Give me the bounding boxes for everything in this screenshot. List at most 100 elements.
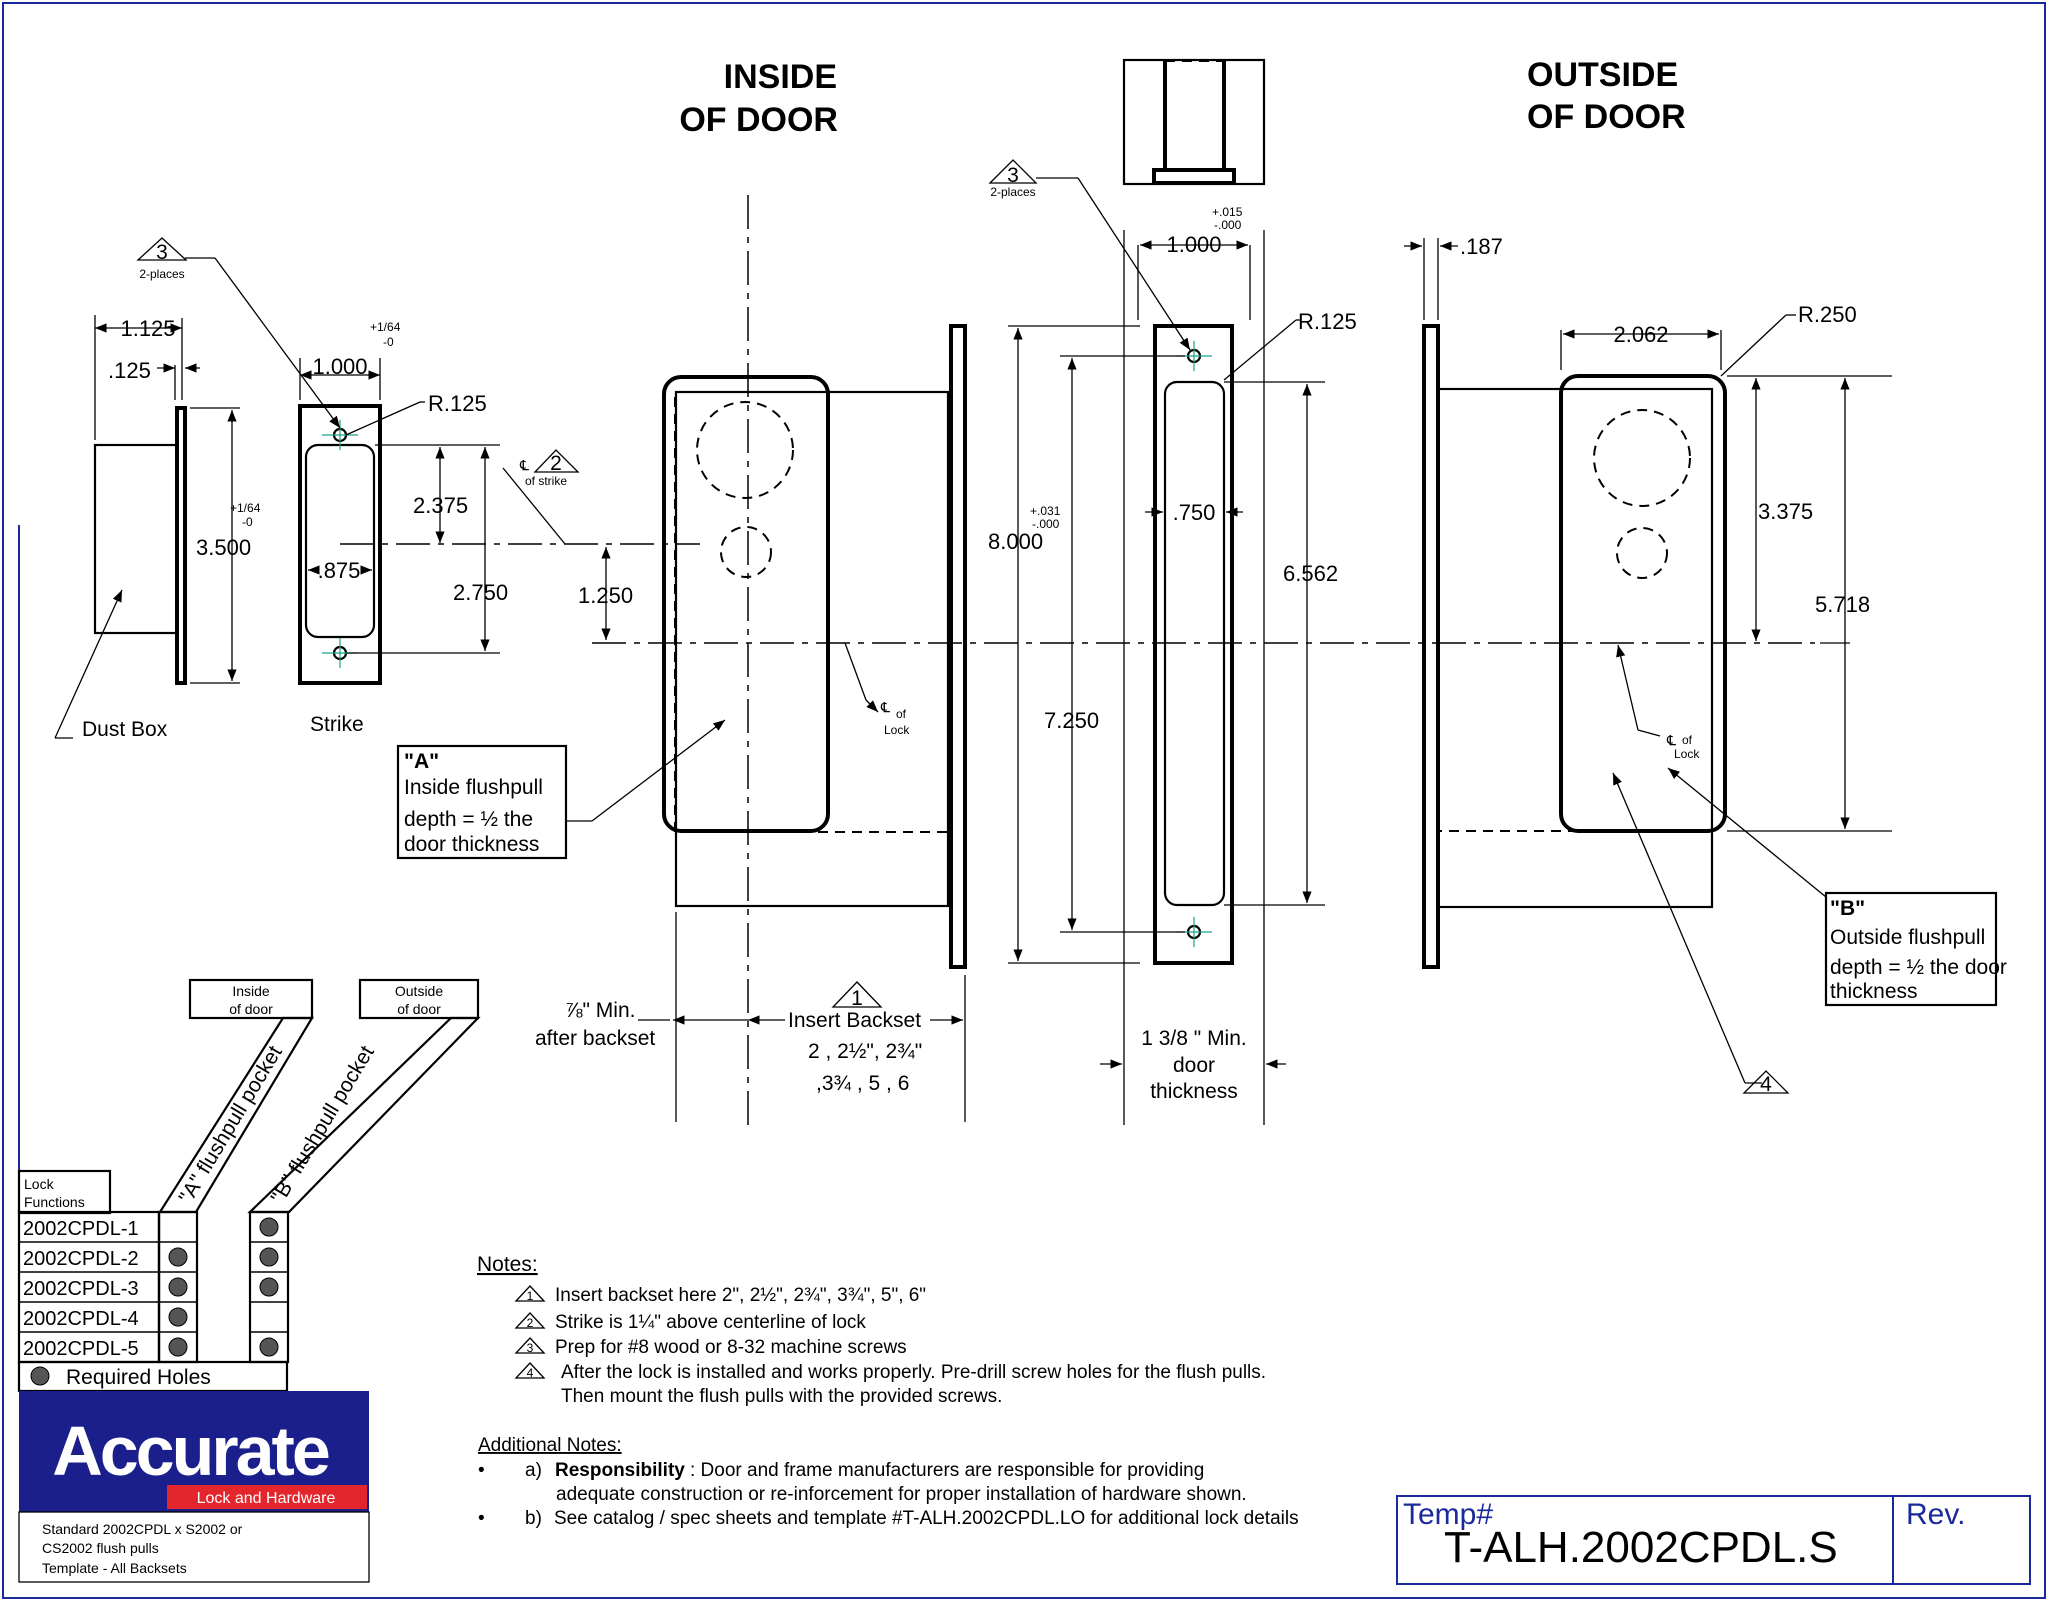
tol-164-minus-b: -0 — [383, 335, 394, 349]
flush-pull-front — [1008, 177, 1325, 1125]
lock-function-name: 2002CPDL-1 — [23, 1218, 139, 1240]
svg-text:4: 4 — [1760, 1073, 1772, 1096]
heading-outside-2: OF DOOR — [1527, 98, 1686, 136]
callout-box-a — [396, 744, 568, 860]
tol-164-plus-a: +1/64 — [230, 501, 261, 515]
note-3: 3 Prep for #8 wood or 8-32 machine screw… — [514, 1337, 907, 1358]
dim-7250: 7.250 — [1044, 708, 1099, 733]
dim-3500: 3.500 — [196, 535, 251, 560]
svg-text:Then mount the flush pulls wit: Then mount the flush pulls with the prov… — [561, 1386, 1002, 1407]
tol-164-minus-a: -0 — [242, 515, 253, 529]
callout-a-line3: door thickness — [404, 833, 539, 856]
required-hole-a — [168, 1247, 188, 1267]
backset-min-2: after backset — [535, 1027, 655, 1050]
callout-b-line2: depth = ½ the door — [1830, 956, 2007, 979]
dim-2375: 2.375 — [413, 493, 468, 518]
svg-text:3: 3 — [1007, 164, 1019, 187]
dim-3375: 3.375 — [1758, 499, 1813, 524]
required-hole-a — [168, 1277, 188, 1297]
callout-a-line2: depth = ½ the — [404, 808, 533, 831]
additional-notes-title: Additional Notes: — [478, 1435, 622, 1456]
dust-box-view — [54, 315, 240, 739]
tol-031-minus: -.000 — [1032, 517, 1060, 531]
additional-b-prefix: b) — [525, 1508, 542, 1529]
svg-text:After the lock is installed an: After the lock is installed and works pr… — [561, 1362, 1266, 1383]
template-desc-2: CS2002 flush pulls — [42, 1540, 159, 1556]
inside-lock-body — [565, 324, 967, 969]
tol-164-plus-b: +1/64 — [370, 320, 401, 334]
door-min-1: 1 3/8 " Min. — [1141, 1027, 1247, 1050]
backset-insert-label: Insert Backset — [788, 1009, 921, 1032]
required-hole-b — [259, 1217, 279, 1237]
label-lock-a: Lock — [884, 723, 910, 737]
lock-function-name: 2002CPDL-3 — [23, 1278, 139, 1300]
dim-1000-pull: 1.000 — [1166, 232, 1221, 257]
svg-text:3: 3 — [156, 241, 168, 264]
required-hole-b — [259, 1277, 279, 1297]
label-a-pocket: "A" flushpull pocket — [175, 1042, 287, 1208]
edge-view — [1122, 58, 1266, 186]
callout-a-line1: Inside flushpull — [404, 776, 543, 799]
label-lock-b: Lock — [1674, 747, 1700, 761]
triangle-3-pull: 3 — [988, 159, 1038, 187]
additional-a-text2: adequate construction or re-inforcement … — [556, 1484, 1247, 1505]
company-logo: Accurate Lock and Hardware — [18, 1391, 370, 1583]
dim-187: .187 — [1460, 234, 1503, 259]
dim-875: .875 — [318, 558, 361, 583]
logo-subtitle: Lock and Hardware — [197, 1490, 336, 1507]
triangle-4: 4 — [1742, 1070, 1790, 1096]
svg-text:2: 2 — [550, 452, 562, 475]
label-cl-symbol-strike: ℄ — [519, 457, 529, 473]
callout-box-b — [1824, 891, 1998, 1007]
logo-wordmark: Accurate — [52, 1412, 329, 1490]
svg-text:4: 4 — [527, 1366, 534, 1380]
note-1: 1 Insert backset here 2", 2½", 2¾", 3¾",… — [514, 1285, 926, 1306]
label-required-holes: Required Holes — [66, 1366, 211, 1389]
label-cl-of-a: of — [896, 707, 907, 721]
heading-inside-1: INSIDE — [724, 58, 837, 96]
backset-values-1: 2 , 2½", 2¾" — [808, 1040, 922, 1063]
label-outside-of-door-2: of door — [397, 1001, 441, 1017]
title-temp-label: Temp# — [1403, 1498, 1493, 1531]
callout-b-line3: thickness — [1830, 980, 1918, 1003]
tol-015-plus: +.015 — [1212, 205, 1243, 219]
bullet-b: • — [478, 1508, 485, 1529]
dim-6562: 6.562 — [1283, 561, 1338, 586]
door-min-2: door — [1173, 1054, 1215, 1077]
label-inside-of-door-1: Inside — [232, 983, 270, 999]
svg-text:3: 3 — [527, 1341, 534, 1355]
required-hole-a — [168, 1307, 188, 1327]
additional-b-text: See catalog / spec sheets and template #… — [554, 1508, 1299, 1529]
label-strike: Strike — [310, 713, 364, 736]
label-cl-symbol-lock-a: ℄ — [880, 699, 890, 715]
svg-text:2: 2 — [527, 1316, 534, 1330]
label-2-places-pull: 2-places — [990, 185, 1035, 199]
template-desc-1: Standard 2002CPDL x S2002 or — [42, 1521, 243, 1537]
tol-031-plus: +.031 — [1030, 504, 1061, 518]
svg-text:1: 1 — [851, 987, 863, 1010]
backset-values-2: ,3¾ , 5 , 6 — [816, 1072, 909, 1095]
triangle-1: 1 — [831, 981, 883, 1010]
additional-a-bold: Responsibility — [555, 1460, 685, 1481]
triangle-2: 2 — [533, 449, 580, 475]
additional-a-prefix: a) — [525, 1460, 542, 1481]
bullet-a: • — [478, 1460, 485, 1481]
backset-dimensions — [638, 912, 966, 1122]
dim-125: .125 — [108, 358, 151, 383]
dim-5718: 5.718 — [1815, 592, 1870, 617]
svg-text:Prep for #8 wood or 8-32 machi: Prep for #8 wood or 8-32 machine screws — [555, 1337, 907, 1358]
callout-b-line1: Outside flushpull — [1830, 926, 1985, 949]
callout-b-title: "B" — [1830, 897, 1865, 920]
svg-text:Strike is 1¼" above centerline: Strike is 1¼" above centerline of lock — [555, 1312, 866, 1333]
dim-8000: 8.000 — [988, 529, 1043, 554]
title-rev-label: Rev. — [1906, 1498, 1965, 1531]
svg-text:Insert backset here 2", 2½", 2: Insert backset here 2", 2½", 2¾", 3¾", 5… — [555, 1285, 926, 1306]
label-of-strike: of strike — [525, 474, 567, 488]
template-desc-3: Template - All Backsets — [42, 1560, 187, 1576]
strike-view — [185, 257, 500, 685]
required-hole-b — [259, 1337, 279, 1357]
label-cl-symbol-lock-b: ℄ — [1666, 732, 1676, 748]
note-4: 4 After the lock is installed and works … — [514, 1362, 1266, 1407]
